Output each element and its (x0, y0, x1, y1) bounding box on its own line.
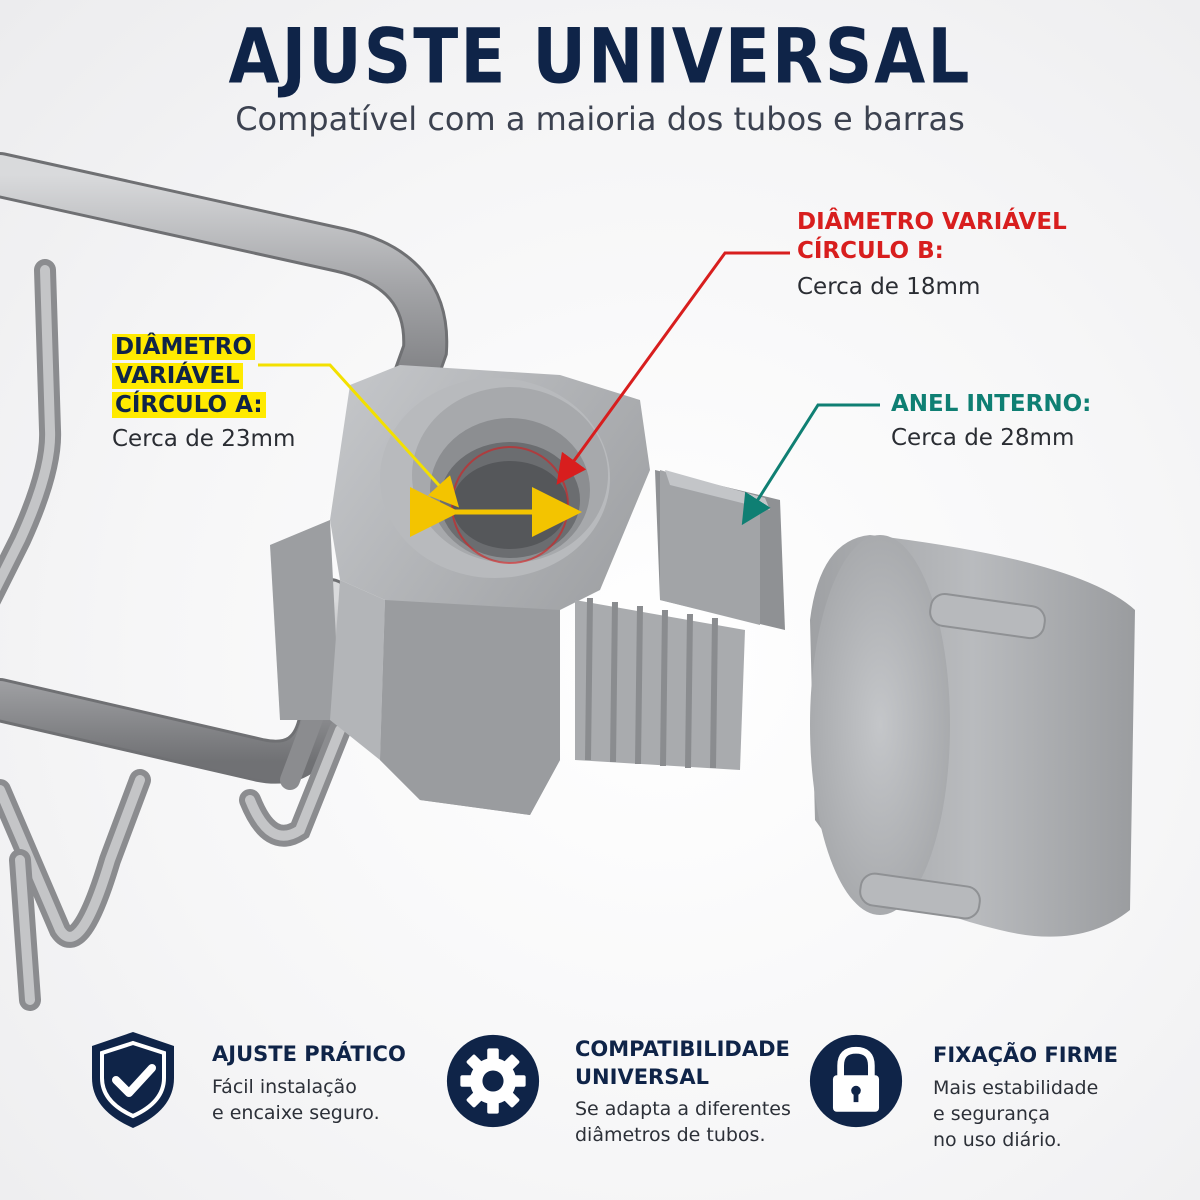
callout-a-head-2: VARIÁVEL (112, 363, 243, 389)
callout-ring-value: Cerca de 28mm (891, 425, 1075, 451)
gear-icon (446, 1034, 540, 1128)
page-title: AJUSTE UNIVERSAL (228, 12, 972, 101)
callout-ring-head: ANEL INTERNO: (891, 391, 1092, 417)
feature-2-desc-line: Se adapta a diferentes (575, 1098, 791, 1120)
feature-2-title-line: COMPATIBILIDADE (575, 1037, 790, 1061)
callout-circle-b: DIÂMETRO VARIÁVEL CÍRCULO B: Cerca de 18… (797, 208, 1067, 302)
feature-2-desc-line: diâmetros de tubos. (575, 1124, 766, 1146)
circle-b-leader (556, 251, 790, 485)
feature-2-desc: Se adapta a diferentes diâmetros de tubo… (575, 1096, 791, 1148)
callout-a-head-3: CÍRCULO A: (112, 392, 266, 418)
feature-2-title: COMPATIBILIDADE UNIVERSAL (575, 1035, 790, 1091)
callout-circle-a: DIÂMETRO VARIÁVEL CÍRCULO A: Cerca de 23… (112, 333, 295, 454)
shield-check-icon (92, 1032, 174, 1128)
feature-1-title: AJUSTE PRÁTICO (212, 1042, 406, 1066)
feature-3-desc-line: e segurança (933, 1103, 1051, 1125)
inner-ring-leader (741, 403, 880, 526)
circle-a-indicator (258, 363, 582, 537)
page-subtitle: Compatível com a maioria dos tubos e bar… (235, 100, 965, 138)
wire-basket (0, 152, 449, 1011)
callout-inner-ring: ANEL INTERNO: Cerca de 28mm (891, 390, 1091, 453)
padlock-icon (809, 1034, 903, 1128)
callout-b-head-2: CÍRCULO B: (797, 238, 944, 264)
end-cap (810, 535, 1135, 937)
feature-1-desc-line: Fácil instalação (212, 1076, 357, 1098)
callout-a-head-1: DIÂMETRO (112, 334, 256, 360)
feature-2-title-line: UNIVERSAL (575, 1065, 709, 1089)
feature-3-title: FIXAÇÃO FIRME (933, 1043, 1119, 1067)
feature-3-desc-line: no uso diário. (933, 1129, 1062, 1151)
feature-1-desc-line: e encaixe seguro. (212, 1102, 380, 1124)
callout-b-value: Cerca de 18mm (797, 274, 981, 300)
callout-b-head-1: DIÂMETRO VARIÁVEL (797, 209, 1067, 235)
feature-3-desc-line: Mais estabilidade (933, 1077, 1099, 1099)
callout-a-value: Cerca de 23mm (112, 426, 296, 452)
feature-1-desc: Fácil instalação e encaixe seguro. (212, 1074, 380, 1126)
feature-3-desc: Mais estabilidade e segurança no uso diá… (933, 1075, 1098, 1153)
